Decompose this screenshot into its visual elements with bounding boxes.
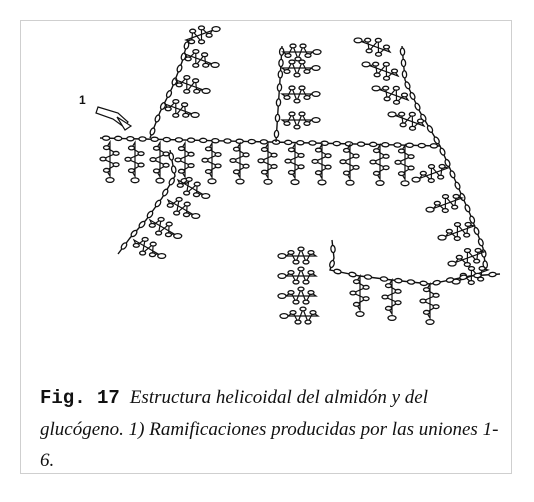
- caption-text: Estructura helicoidal del almidón y del …: [40, 387, 499, 471]
- callout-number: 1: [79, 93, 86, 107]
- callout-arrow: [95, 106, 133, 131]
- figure-frame: [20, 20, 512, 474]
- figure-label: Fig. 17: [40, 387, 120, 409]
- glucose-chains: [99, 25, 501, 326]
